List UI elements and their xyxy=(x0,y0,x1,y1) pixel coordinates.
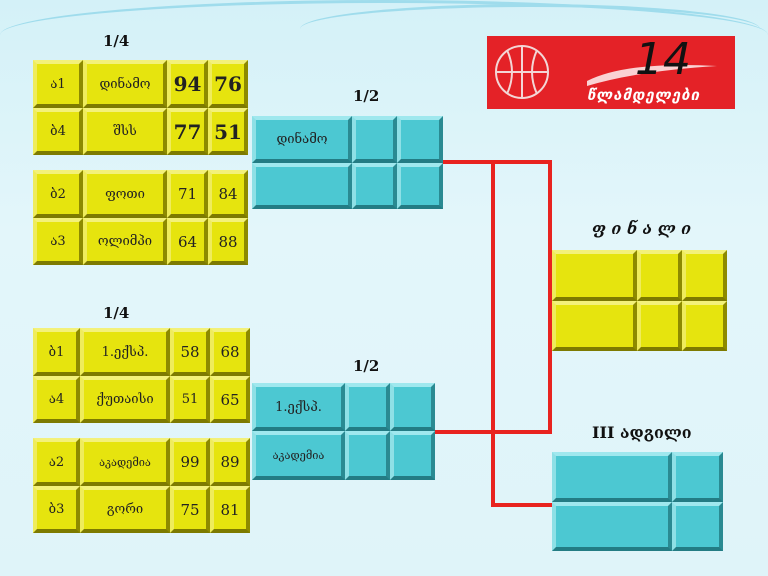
score xyxy=(397,116,443,163)
seed: ა4 xyxy=(33,376,80,423)
team-name: ფოთი xyxy=(83,170,167,218)
seed: ბ4 xyxy=(33,108,83,155)
team-name xyxy=(552,301,637,351)
team-name: 1.ექსპ. xyxy=(252,383,345,431)
score xyxy=(352,116,397,163)
score xyxy=(390,383,435,431)
score xyxy=(397,163,443,209)
third-place-box xyxy=(552,452,723,551)
team-name xyxy=(552,452,672,502)
score xyxy=(390,431,435,480)
score: 76 xyxy=(208,60,248,108)
score xyxy=(672,502,723,551)
score: 89 xyxy=(210,438,250,486)
qf-bottom-label: 1/4 xyxy=(103,304,130,322)
bracket-line xyxy=(548,298,553,302)
team-name: 1.ექსპ. xyxy=(80,328,170,376)
decor-swoosh xyxy=(0,0,768,70)
team-name: გორი xyxy=(80,486,170,533)
quarterfinal-3: ბ1 1.ექსპ. 58 68 ა4 ქუთაისი 51 65 xyxy=(33,328,250,423)
semifinal-2: 1.ექსპ. აკადემია xyxy=(252,383,435,480)
team-name: დინამო xyxy=(252,116,352,163)
score xyxy=(672,452,723,502)
score xyxy=(352,163,397,209)
team-name: ქუთაისი xyxy=(80,376,170,423)
score xyxy=(637,250,682,301)
score: 99 xyxy=(170,438,210,486)
sf-bottom-label: 1/2 xyxy=(353,357,380,375)
seed: ბ1 xyxy=(33,328,80,376)
bracket-line xyxy=(548,160,552,434)
quarterfinal-4: ა2 აკადემია 99 89 ბ3 გორი 75 81 xyxy=(33,438,250,533)
bracket-line xyxy=(491,160,495,507)
team-name xyxy=(252,163,352,209)
team-name xyxy=(552,502,672,551)
score: 71 xyxy=(167,170,208,218)
third-place-label: III ადგილი xyxy=(592,423,692,442)
score xyxy=(345,383,390,431)
team-name: აკადემია xyxy=(80,438,170,486)
score: 94 xyxy=(167,60,208,108)
quarterfinal-1: ა1 დინამო 94 76 ბ4 შსს 77 51 xyxy=(33,60,248,155)
score: 81 xyxy=(210,486,250,533)
score xyxy=(345,431,390,480)
score: 51 xyxy=(170,376,210,423)
score: 64 xyxy=(167,218,208,265)
score: 77 xyxy=(167,108,208,155)
score xyxy=(682,250,727,301)
team-name xyxy=(552,250,637,301)
bracket-line xyxy=(491,503,553,507)
bracket-line xyxy=(443,160,551,164)
team-name: დინამო xyxy=(83,60,167,108)
basketball-icon xyxy=(495,45,717,99)
sf-top-label: 1/2 xyxy=(353,87,380,105)
final-label: ფ ი ნ ა ლ ი xyxy=(592,219,692,238)
team-name: შსს xyxy=(83,108,167,155)
quarterfinal-2: ბ2 ფოთი 71 84 ა3 ოლიმპი 64 88 xyxy=(33,170,248,265)
score: 51 xyxy=(208,108,248,155)
score: 75 xyxy=(170,486,210,533)
score xyxy=(682,301,727,351)
team-name: აკადემია xyxy=(252,431,345,480)
qf-top-label: 1/4 xyxy=(103,32,130,50)
score: 88 xyxy=(208,218,248,265)
score xyxy=(637,301,682,351)
seed: ბ2 xyxy=(33,170,83,218)
score: 65 xyxy=(210,376,250,423)
score: 84 xyxy=(208,170,248,218)
score: 68 xyxy=(210,328,250,376)
tournament-logo: 14 წლამდელები xyxy=(487,36,735,109)
seed: ა2 xyxy=(33,438,80,486)
score: 58 xyxy=(170,328,210,376)
seed: ბ3 xyxy=(33,486,80,533)
seed: ა1 xyxy=(33,60,83,108)
team-name: ოლიმპი xyxy=(83,218,167,265)
logo-number: 14 xyxy=(635,36,691,85)
logo-text: წლამდელები xyxy=(587,86,701,104)
semifinal-1: დინამო xyxy=(252,116,443,209)
decor-swoosh xyxy=(300,4,760,54)
final-box xyxy=(552,250,727,351)
seed: ა3 xyxy=(33,218,83,265)
